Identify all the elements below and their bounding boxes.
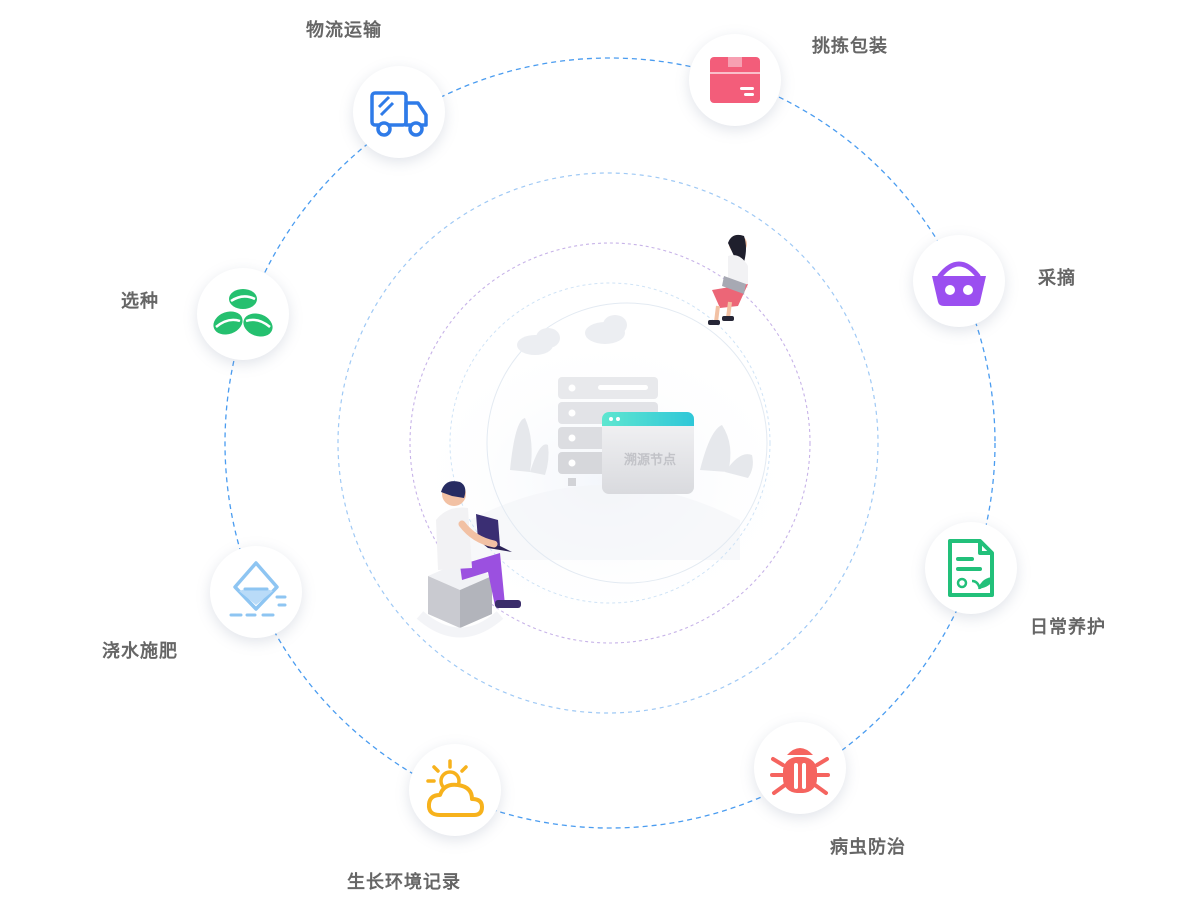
care-node[interactable] bbox=[925, 522, 1017, 614]
cloud-icon bbox=[517, 315, 627, 355]
seeds-icon bbox=[213, 289, 273, 337]
ring-3 bbox=[409, 242, 811, 644]
ring-4 bbox=[449, 282, 771, 604]
packing-label: 挑拣包装 bbox=[812, 36, 888, 57]
document-leaf-icon bbox=[948, 539, 994, 597]
trace-node-card bbox=[602, 412, 694, 494]
seed-node[interactable] bbox=[197, 268, 289, 360]
box-icon bbox=[710, 57, 760, 103]
man-illustration bbox=[416, 481, 521, 638]
basket-icon bbox=[932, 261, 986, 306]
picking-label: 采摘 bbox=[1038, 268, 1076, 289]
logistics-label: 物流运输 bbox=[306, 20, 382, 41]
environment-node[interactable] bbox=[409, 744, 501, 836]
packing-node[interactable] bbox=[689, 34, 781, 126]
water-icon bbox=[229, 561, 287, 617]
logistics-node[interactable] bbox=[353, 66, 445, 158]
sun-cloud-icon bbox=[426, 759, 484, 817]
pest-node[interactable] bbox=[754, 722, 846, 814]
care-label: 日常养护 bbox=[1030, 617, 1106, 638]
seed-label: 选种 bbox=[121, 291, 159, 312]
center-label: 溯源节点 bbox=[624, 452, 676, 468]
woman-illustration bbox=[708, 234, 748, 325]
ring-5 bbox=[486, 302, 768, 584]
outer-ring bbox=[224, 57, 996, 829]
pest-label: 病虫防治 bbox=[830, 837, 906, 858]
environment-label: 生长环境记录 bbox=[347, 872, 461, 893]
truck-icon bbox=[370, 91, 428, 137]
bug-icon bbox=[770, 748, 830, 795]
watering-label: 浇水施肥 bbox=[102, 641, 178, 662]
ring-2 bbox=[337, 172, 879, 714]
watering-node[interactable] bbox=[210, 546, 302, 638]
picking-node[interactable] bbox=[913, 235, 1005, 327]
